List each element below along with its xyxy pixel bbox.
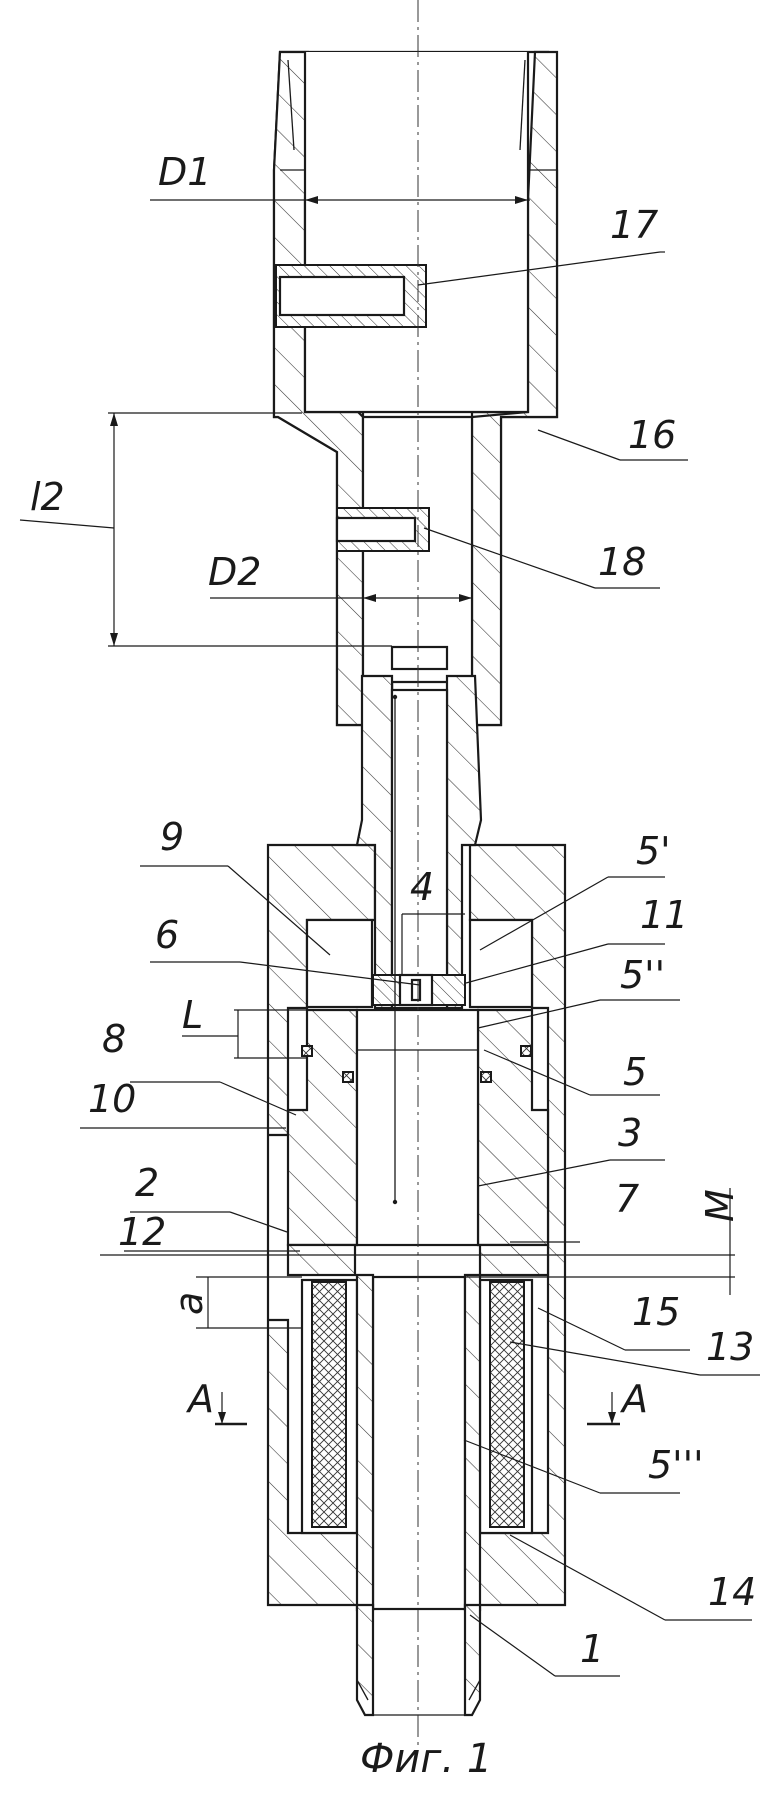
label-9: 9 — [160, 815, 184, 859]
label-5: 5 — [623, 1050, 647, 1094]
label-3: 3 — [618, 1111, 642, 1155]
label-D1: D1 — [158, 150, 211, 194]
label-6: 6 — [155, 913, 179, 957]
sensor-17 — [276, 265, 426, 327]
label-12: 12 — [118, 1210, 166, 1254]
seal-right-inner — [481, 1072, 491, 1082]
stem-upper — [357, 676, 481, 1008]
label-D2: D2 — [208, 550, 261, 594]
label-18: 18 — [598, 540, 646, 584]
label-5-double-prime: 5'' — [620, 953, 665, 997]
label-A-left: A — [185, 1377, 214, 1421]
label-2: 2 — [135, 1161, 159, 1205]
label-8: 8 — [102, 1017, 126, 1061]
label-4: 4 — [410, 865, 434, 909]
label-A-right: A — [619, 1377, 648, 1421]
label-14: 14 — [708, 1570, 756, 1614]
label-a: a — [167, 1292, 211, 1315]
section-mark-left — [215, 1392, 247, 1424]
connector-plug — [392, 647, 447, 669]
diaphragm-6 — [373, 975, 465, 1005]
label-16: 16 — [628, 413, 676, 457]
label-M: M — [698, 1189, 742, 1222]
label-13: 13 — [706, 1325, 754, 1369]
seal-left-outer — [302, 1046, 312, 1056]
label-1: 1 — [580, 1627, 604, 1671]
upper-housing-16 — [274, 52, 557, 725]
label-5-prime: 5' — [636, 829, 671, 873]
label-10: 10 — [88, 1077, 136, 1121]
label-17: 17 — [610, 203, 658, 247]
label-5-triple-prime: 5''' — [648, 1443, 704, 1487]
label-11: 11 — [640, 893, 688, 937]
label-15: 15 — [632, 1290, 680, 1334]
sensor-18 — [337, 508, 429, 551]
seal-right-outer — [521, 1046, 531, 1056]
section-mark-right — [587, 1392, 620, 1424]
label-l2: l2 — [30, 475, 65, 519]
seal-left-inner — [343, 1072, 353, 1082]
figure-caption: Фиг. 1 — [360, 1736, 492, 1782]
label-7: 7 — [615, 1177, 639, 1221]
label-L: L — [182, 993, 203, 1037]
